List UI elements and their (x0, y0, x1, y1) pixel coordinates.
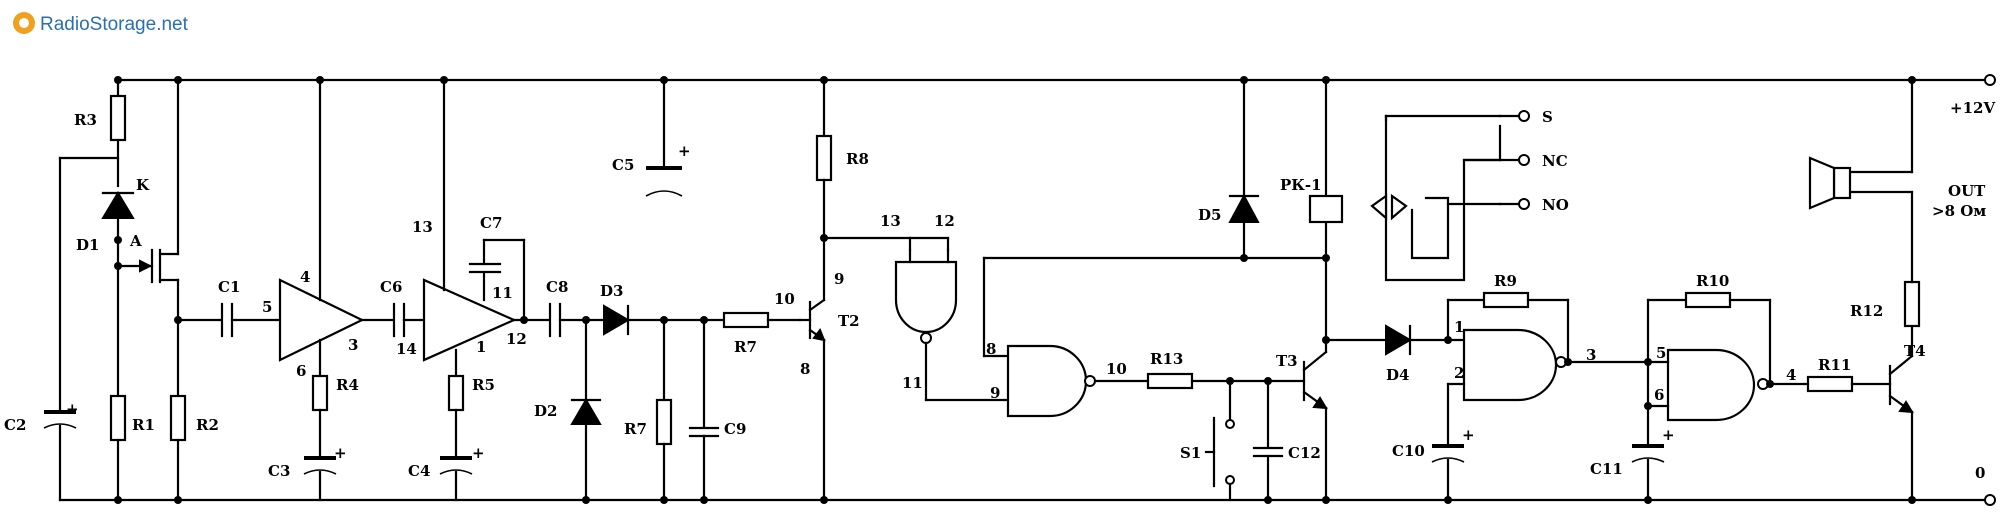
label-r7-shunt: R7 (624, 420, 647, 438)
label-s1: S1 (1180, 444, 1201, 462)
label-r1: R1 (132, 416, 155, 434)
label-r11: R11 (1818, 356, 1851, 374)
watermark-text: RadioStorage.net (40, 14, 189, 35)
pin-g1-a: 13 (880, 212, 901, 230)
label-relay: РК-1 (1280, 176, 1322, 194)
pin-a1-out: 3 (348, 336, 358, 354)
label-c12: C12 (1288, 444, 1321, 462)
supply-positive-label: +12V (1950, 99, 1995, 117)
label-r3: R3 (74, 111, 97, 129)
pin-a2-top: 13 (412, 218, 433, 236)
pin-a2-bot: 1 (476, 338, 486, 356)
speaker-icon (1808, 156, 1852, 210)
label-d4: D4 (1386, 366, 1409, 384)
amplifier-2 (422, 76, 606, 502)
input-stage (43, 76, 282, 504)
output-impedance: >8 Ом (1932, 202, 1986, 220)
label-c5: C5 (612, 156, 634, 174)
relay-coil (1308, 194, 1344, 224)
transistor-t3 (1302, 76, 1330, 504)
label-c11: C11 (1590, 460, 1623, 478)
pin-g3-b: 2 (1454, 364, 1464, 382)
relay-contact-nc: NC (1542, 152, 1568, 170)
positive-terminal (1984, 74, 1996, 86)
pin-a1-top: 4 (300, 268, 310, 286)
pin-g1-b: 12 (934, 212, 955, 230)
diode-d4 (1324, 324, 1466, 356)
nand-gate-2 (982, 256, 1328, 418)
watermark: RadioStorage.net (13, 12, 189, 35)
label-k: K (136, 176, 150, 194)
supply-rails (58, 74, 1996, 506)
polarity-c10: + (1462, 426, 1475, 444)
label-a: A (129, 232, 142, 250)
label-d3: D3 (600, 282, 623, 300)
transistor-t4 (1848, 76, 1921, 504)
label-c3: C3 (268, 462, 290, 480)
label-r2: R2 (196, 416, 219, 434)
capacitor-c12 (1252, 377, 1284, 504)
output-label: OUT (1948, 182, 1986, 200)
pin-a2-in: 14 (396, 340, 417, 358)
detector (570, 304, 802, 504)
label-d2: D2 (534, 402, 557, 420)
polarity-c4: + (472, 444, 485, 462)
pin-t2-e: 8 (800, 360, 810, 378)
pin-a2-fb: 11 (492, 284, 513, 302)
transistor-t2 (798, 76, 912, 504)
pin-g4-b: 6 (1654, 386, 1664, 404)
ground-label: 0 (1975, 464, 1985, 482)
label-c9: C9 (724, 420, 746, 438)
pin-a2-out: 12 (506, 330, 527, 348)
label-c4: C4 (408, 462, 430, 480)
label-t3: T3 (1276, 352, 1298, 370)
nand-gate-4 (1631, 291, 1892, 504)
relay-contact-no: NO (1542, 196, 1569, 214)
ground-terminal (1984, 494, 1996, 506)
pin-g2-a: 8 (986, 340, 996, 358)
label-c7: C7 (480, 214, 502, 232)
label-d1: D1 (76, 236, 99, 254)
label-t4: T4 (1904, 342, 1926, 360)
label-r12: R12 (1850, 302, 1883, 320)
label-c1: C1 (218, 278, 240, 296)
label-r4: R4 (336, 376, 359, 394)
label-t2: T2 (838, 312, 860, 330)
polarity-c11: + (1662, 426, 1675, 444)
capacitor-c5 (645, 76, 683, 197)
nand-gate-1 (894, 236, 1010, 402)
polarity-c2: + (66, 400, 79, 418)
label-r7: R7 (734, 338, 757, 356)
label-r13: R13 (1150, 350, 1183, 368)
pin-t2-b: 10 (774, 290, 795, 308)
label-r9: R9 (1494, 272, 1517, 290)
pin-g1-out: 11 (902, 374, 923, 392)
polarity-c3: + (334, 444, 347, 462)
label-c6: C6 (380, 278, 402, 296)
amplifier-1 (278, 76, 426, 502)
pin-a1-bot: 6 (296, 362, 306, 380)
pin-g4-out: 4 (1786, 366, 1796, 384)
switch-s1[interactable] (1204, 377, 1235, 502)
pin-g4-a: 5 (1656, 344, 1666, 362)
relay-contacts (1370, 110, 1530, 282)
pin-a1-in: 5 (262, 298, 272, 316)
diode-d5 (1228, 76, 1260, 262)
nand-gate-3 (1431, 291, 1650, 504)
pin-g2-out: 10 (1106, 360, 1127, 378)
label-d5: D5 (1198, 206, 1221, 224)
pin-g3-out: 3 (1586, 346, 1596, 364)
label-c2: C2 (4, 416, 26, 434)
label-r8: R8 (846, 150, 869, 168)
label-c8: C8 (546, 278, 568, 296)
relay-contact-s: S (1542, 108, 1553, 126)
label-r10: R10 (1696, 272, 1729, 290)
label-c10: C10 (1392, 442, 1425, 460)
pin-g3-a: 1 (1454, 318, 1464, 336)
pin-g2-b: 9 (990, 384, 1000, 402)
label-r5: R5 (472, 376, 495, 394)
pin-t2-c: 9 (834, 270, 844, 288)
polarity-c5: + (678, 142, 691, 160)
